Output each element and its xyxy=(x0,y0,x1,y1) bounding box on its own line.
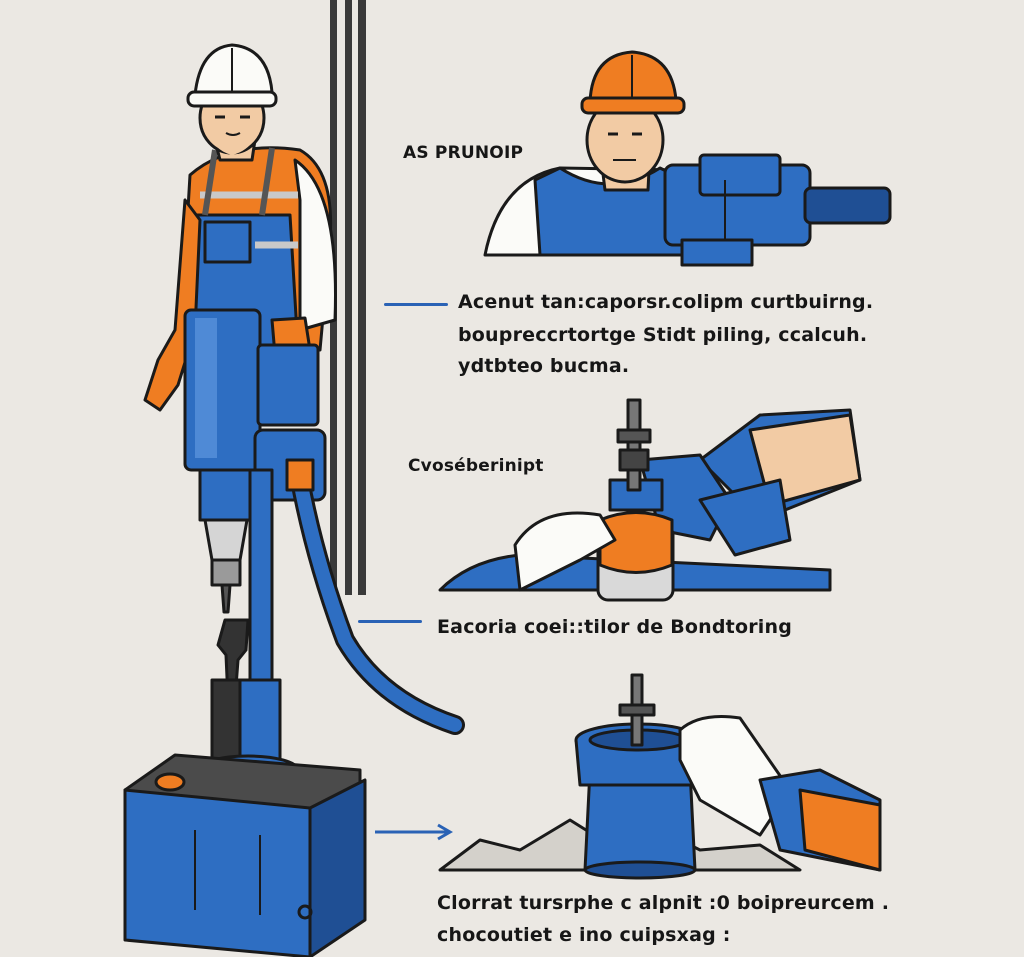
core-drill-rig xyxy=(123,308,465,957)
caption-second: Eacoria coei::tilor de Bondtoring xyxy=(437,616,793,638)
leader-line-first xyxy=(384,303,448,306)
core-cylinder-panel xyxy=(438,673,882,880)
caption-first-line-1: Acenut tan:caporsr.colipm curtbuirng. xyxy=(458,291,874,313)
heading-middle: Cvoséberinipt xyxy=(408,456,544,476)
caption-first-line-3: ydtbteo bucma. xyxy=(458,355,630,377)
heading-top: AS PRUNOIP xyxy=(403,143,524,163)
leader-line-second xyxy=(358,620,422,623)
drilling-worker-panel xyxy=(483,50,892,267)
caption-third-line-2: chocoutiet e ino cuipsxag : xyxy=(437,924,731,946)
standing-worker xyxy=(143,43,337,412)
caption-first-line-2: boupreccrtortge Stidt piling, ccalcuh. xyxy=(458,324,868,346)
pointer-arrow xyxy=(375,823,453,841)
core-bit-assembly-panel xyxy=(438,398,862,602)
caption-third-line-1: Clorrat tursrphe c alpnit :0 boipreurcem… xyxy=(437,892,890,914)
